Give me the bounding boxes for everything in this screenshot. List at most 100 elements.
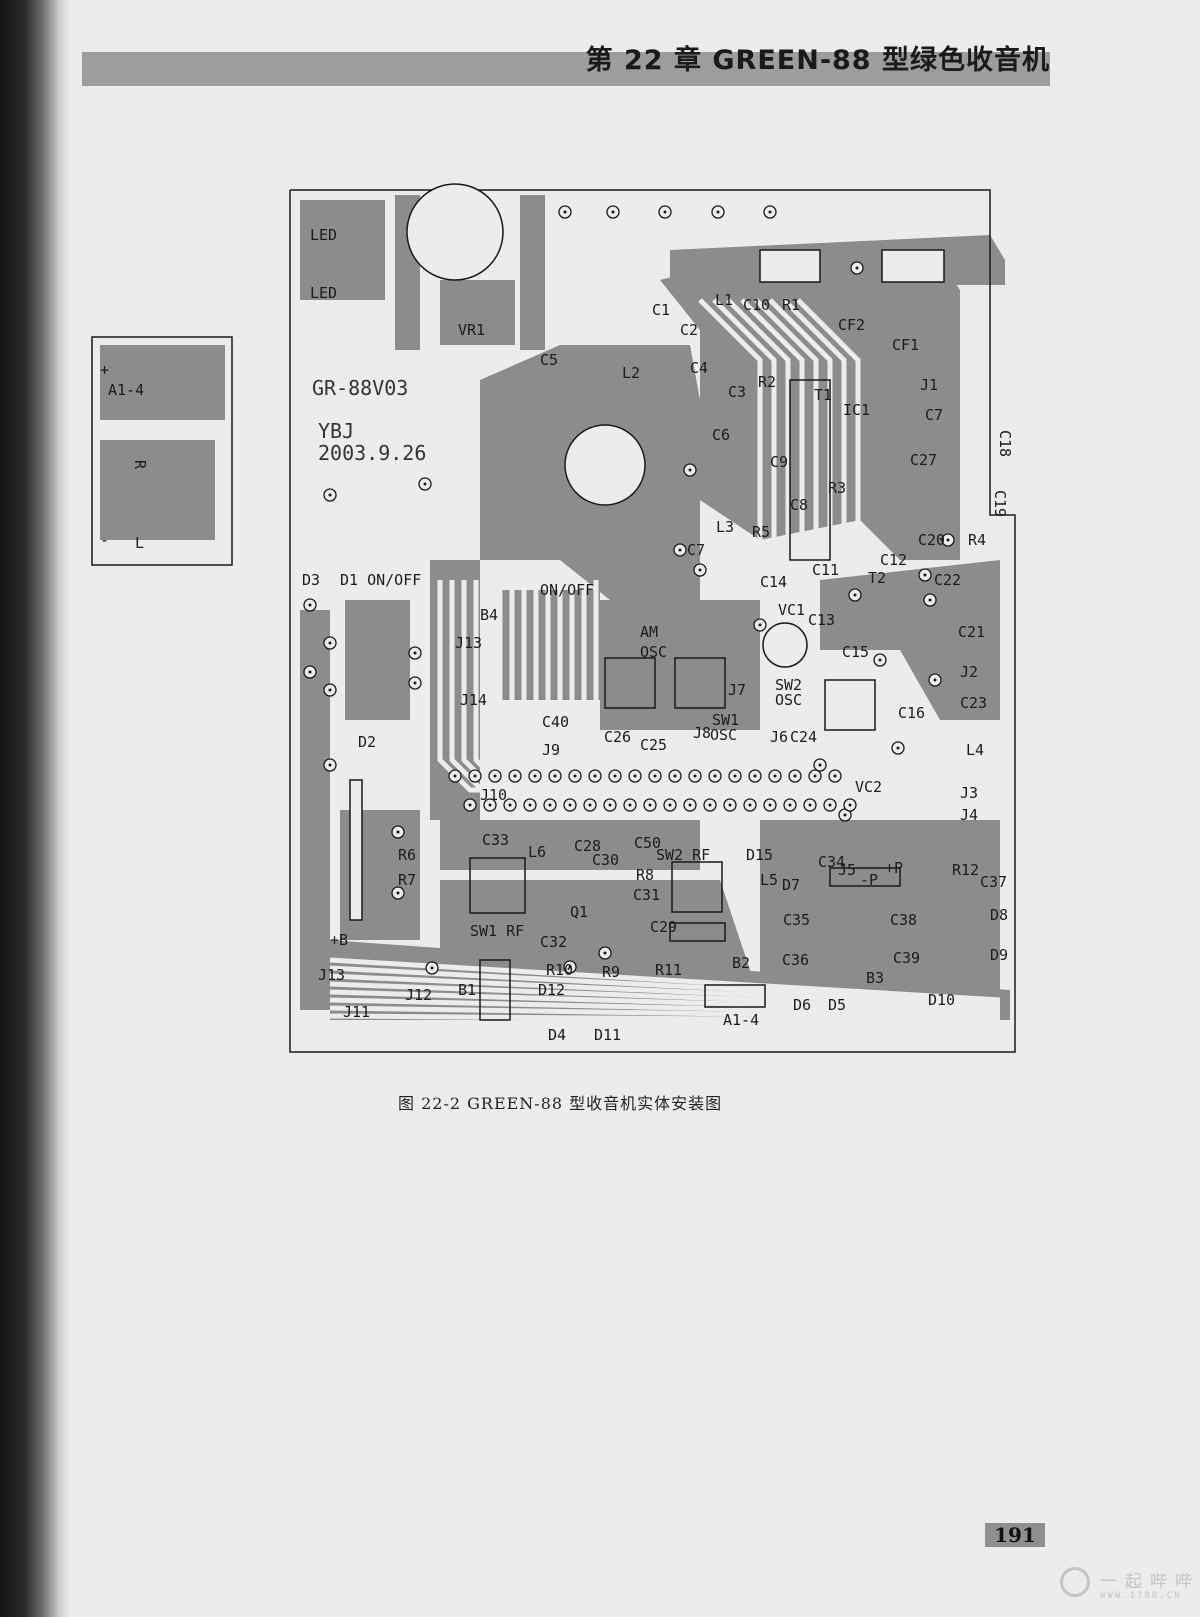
component-label: D9	[990, 946, 1008, 964]
component-label: AM	[640, 623, 658, 641]
component-label: D15	[746, 846, 773, 864]
component-label: B1	[458, 981, 476, 999]
component-outline	[479, 959, 511, 1021]
component-label: C12	[880, 551, 907, 569]
component-label: L3	[716, 518, 734, 536]
figure-caption: 图 22-2 GREEN-88 型收音机实体安装图	[398, 1094, 723, 1113]
component-label: C11	[812, 561, 839, 579]
component-label: R1	[782, 296, 800, 314]
trace-gap	[329, 1013, 1001, 1024]
component-outline	[669, 922, 726, 942]
component-label: L	[135, 534, 144, 552]
component-label: -	[100, 531, 109, 549]
component-label: ON/OFF	[540, 581, 594, 599]
book-binding-shadow	[0, 0, 70, 1617]
component-label: C13	[808, 611, 835, 629]
component-label: C4	[690, 359, 708, 377]
component-outline	[704, 984, 766, 1008]
component-label: C37	[980, 873, 1007, 891]
trace-gap	[698, 298, 763, 540]
copper-area	[100, 440, 215, 540]
watermark-name: 一起哔哔	[1100, 1572, 1200, 1592]
component-label: D8	[990, 906, 1008, 924]
component-label: C2	[680, 321, 698, 339]
ic1-outline	[789, 379, 831, 561]
component-outline	[824, 679, 876, 731]
component-label: C8	[790, 496, 808, 514]
component-label: -P	[860, 871, 878, 889]
component-label: C39	[893, 949, 920, 967]
component-label: 2003.9.26	[318, 441, 426, 465]
component-outline	[674, 657, 726, 709]
component-label: C1	[652, 301, 670, 319]
component-label: J1	[920, 376, 938, 394]
tuning-hole	[762, 622, 808, 668]
component-label: +B	[330, 931, 348, 949]
component-label: C7	[687, 541, 705, 559]
component-label: J13	[318, 966, 345, 984]
component-outline	[829, 867, 901, 887]
component-label: SW2 RF	[656, 846, 710, 864]
component-label: C30	[592, 851, 619, 869]
component-label: J5	[838, 861, 856, 879]
copper-traces	[100, 195, 1010, 1024]
component-label: D12	[538, 981, 565, 999]
component-label: R9	[602, 963, 620, 981]
component-label: R5	[752, 523, 770, 541]
component-label: C26	[604, 728, 631, 746]
component-label: C15	[842, 643, 869, 661]
trace-gap	[329, 981, 1001, 1012]
component-label: R2	[758, 373, 776, 391]
trace-gap	[329, 989, 1001, 1015]
speaker-hole	[564, 424, 646, 506]
component-label: OSC	[775, 691, 802, 709]
component-label: L6	[528, 843, 546, 861]
antenna-bar	[349, 779, 363, 921]
component-label: C3	[728, 383, 746, 401]
component-label: D4	[548, 1026, 566, 1044]
component-label: J6	[770, 728, 788, 746]
component-label: C21	[958, 623, 985, 641]
copper-area	[100, 345, 225, 420]
main-board-outline	[289, 189, 1016, 1053]
component-label: R11	[655, 961, 682, 979]
component-label: T2	[868, 569, 886, 587]
component-label: J4	[960, 806, 978, 824]
component-label: C10	[743, 296, 770, 314]
component-label: D2	[358, 733, 376, 751]
component-outline	[604, 657, 656, 709]
component-label: OSC	[640, 643, 667, 661]
component-label: R7	[398, 871, 416, 889]
component-label: C34	[818, 853, 845, 871]
copper-area	[520, 195, 545, 350]
watermark-logo-icon	[1060, 1567, 1090, 1597]
component-label: C50	[634, 834, 661, 852]
component-label: C38	[890, 911, 917, 929]
component-label: +P	[885, 859, 903, 877]
component-label: D11	[594, 1026, 621, 1044]
component-label: D6	[793, 996, 811, 1014]
component-label: C40	[542, 713, 569, 731]
trace-gap	[796, 298, 861, 540]
component-label: R4	[968, 531, 986, 549]
component-outline	[671, 861, 723, 913]
component-label: J12	[405, 986, 432, 1004]
component-label: L1	[715, 291, 733, 309]
component-label: D5	[828, 996, 846, 1014]
component-label: J14	[460, 691, 487, 709]
component-label: LED	[310, 226, 337, 244]
component-label: CF2	[838, 316, 865, 334]
volume-knob-outline	[406, 183, 504, 281]
component-label: D3	[302, 571, 320, 589]
chapter-header-band	[82, 52, 1050, 86]
copper-area	[760, 820, 1000, 1000]
copper-area	[300, 200, 385, 300]
trace-gap	[329, 1005, 1001, 1021]
component-label: D1 ON/OFF	[340, 571, 421, 589]
trace-gap	[329, 997, 1001, 1018]
copper-area	[820, 560, 1000, 720]
component-label: OSC	[710, 726, 737, 744]
trace-gap	[782, 298, 847, 540]
watermark-url: WWW.17BB.CN	[1100, 1591, 1182, 1601]
